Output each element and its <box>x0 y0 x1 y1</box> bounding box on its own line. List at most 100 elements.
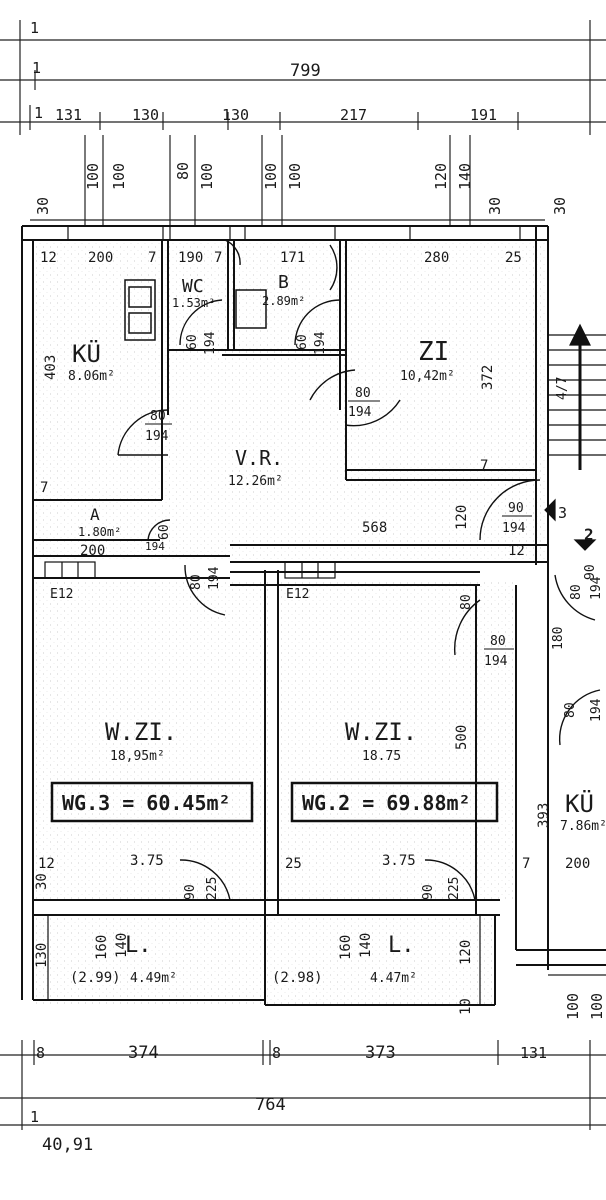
dim: 200 <box>88 250 113 266</box>
room-area-kitchen-right: 7.86m² <box>560 819 606 834</box>
door-height: 225 <box>447 877 462 900</box>
door-labels: 80 194 60 194 60 194 80 194 80 194 90 19… <box>145 331 604 900</box>
unit-label-wg3: WG.3 = 60.45m² <box>62 791 231 815</box>
stair-label: 4/7 <box>555 377 570 400</box>
door-height: 194 <box>589 576 604 600</box>
dim: 171 <box>280 250 305 266</box>
room-name-loggia2: L. <box>388 933 415 958</box>
dim: 200 <box>80 543 105 559</box>
door-width: 80 <box>150 409 166 424</box>
dim: 7 <box>40 480 48 496</box>
dim-segment: 8 <box>36 1044 45 1062</box>
dim: 10 <box>458 998 474 1015</box>
dim-mark: 1 <box>30 19 39 37</box>
door-width: 60 <box>157 524 172 540</box>
room-name-wc: WC <box>182 276 204 297</box>
door-height: 194 <box>502 521 526 536</box>
dim: 500 <box>454 725 470 750</box>
door-width: 80 <box>563 702 578 718</box>
room-area-bath: 2.89m² <box>262 294 305 308</box>
room-name-hall: V.R. <box>235 446 283 470</box>
dim-mark: 1 <box>34 104 43 122</box>
room-area-loggia2: 4.47m² <box>370 971 417 986</box>
room-extra-loggia3: (2.99) <box>70 970 121 986</box>
door-height: 194 <box>203 331 218 355</box>
window-height-text: 100 100 80 100 100 100 120 140 30 30 30 <box>34 162 569 215</box>
unit-totals: WG.3 = 60.45m² WG.2 = 69.88m² <box>50 781 499 823</box>
room-area-storage: 1.80m² <box>78 525 121 539</box>
room-area-zi: 10,42m² <box>400 369 455 384</box>
door-label: 90 194 <box>502 501 532 536</box>
dim: 120 <box>454 505 470 530</box>
door-swings <box>117 239 601 901</box>
room-extra-loggia2: (2.98) <box>272 970 323 986</box>
wall-mark: 30 <box>34 873 50 890</box>
door-width: 90 <box>508 501 524 516</box>
dim-extra: 40,91 <box>42 1135 93 1155</box>
right-height: 100 <box>588 993 606 1020</box>
room-name-loggia3: L. <box>125 933 152 958</box>
dim-segment: 191 <box>470 106 497 124</box>
dim: 190 <box>178 250 203 266</box>
dim-segment: 131 <box>520 1044 547 1062</box>
door-height: 194 <box>145 429 169 444</box>
dim: 568 <box>362 520 387 536</box>
room-name-kitchen: KÜ <box>72 339 101 368</box>
door-label: 80 194 <box>563 698 604 722</box>
window-height: 80 <box>174 162 192 180</box>
window-height: 100 <box>198 163 216 190</box>
dim: 372 <box>480 365 496 390</box>
dim: 160 <box>338 935 354 960</box>
dim: 25 <box>505 250 522 266</box>
door-width: 90 <box>183 884 198 900</box>
wall-mark: 30 <box>486 197 504 215</box>
dim: 7 <box>522 856 530 872</box>
dim-segment: 130 <box>222 106 249 124</box>
window-height: 100 <box>84 163 102 190</box>
door-label: 60 194 <box>145 524 172 553</box>
door-width: 60 <box>295 334 310 350</box>
dim: 130 <box>34 943 50 968</box>
heater-label: E12 <box>286 587 309 602</box>
dim-segment: 217 <box>340 106 367 124</box>
window-height: 100 <box>286 163 304 190</box>
room-labels: KÜ 8.06m² WC 1.53m² B 2.89m² ZI 10,42m² … <box>68 272 606 986</box>
floor-texture <box>30 240 545 1005</box>
window-height: 140 <box>456 163 474 190</box>
dim-segment: 130 <box>132 106 159 124</box>
dim-segment: 374 <box>128 1043 159 1063</box>
bathtub <box>235 289 267 329</box>
dim: 7 <box>148 250 156 266</box>
door-width: 60 <box>185 334 200 350</box>
window-height: 100 <box>110 163 128 190</box>
room-name-bath: B <box>278 272 289 293</box>
dim: 403 <box>43 355 59 380</box>
dim: 7 <box>480 458 488 474</box>
dim: 280 <box>424 250 449 266</box>
top-dimension-text: 1 1 799 1 131 130 130 217 191 <box>30 19 497 124</box>
room-name-storage: A <box>90 505 100 524</box>
door-height: 194 <box>348 405 372 420</box>
door-width: 80 <box>569 584 584 600</box>
unit-label-wg2: WG.2 = 69.88m² <box>302 791 471 815</box>
room-area-loggia3: 4.49m² <box>130 971 177 986</box>
stairs <box>544 323 606 551</box>
wall-mark: 30 <box>551 197 569 215</box>
hall-side-dim: 180 <box>551 627 566 650</box>
door-height: 194 <box>484 654 508 669</box>
door-height: 225 <box>205 877 220 900</box>
unit-box-wg3 <box>50 781 254 823</box>
window-height: 120 <box>432 163 450 190</box>
misc-labels: E12 E12 4/7 3 2 80 180 90 <box>50 377 598 650</box>
dim-total-bottom: 764 <box>255 1095 286 1115</box>
door-label: 80 194 <box>348 386 380 420</box>
door-width: 80 <box>490 634 506 649</box>
window-height: 100 <box>262 163 280 190</box>
room-area-kitchen: 8.06m² <box>68 369 115 384</box>
right-height: 100 <box>564 993 582 1020</box>
stair-landing-label: 2 <box>584 525 594 544</box>
door-width: 80 <box>355 386 371 401</box>
dim: 3.75 <box>382 853 416 869</box>
room-name-living2: W.ZI. <box>345 718 417 746</box>
